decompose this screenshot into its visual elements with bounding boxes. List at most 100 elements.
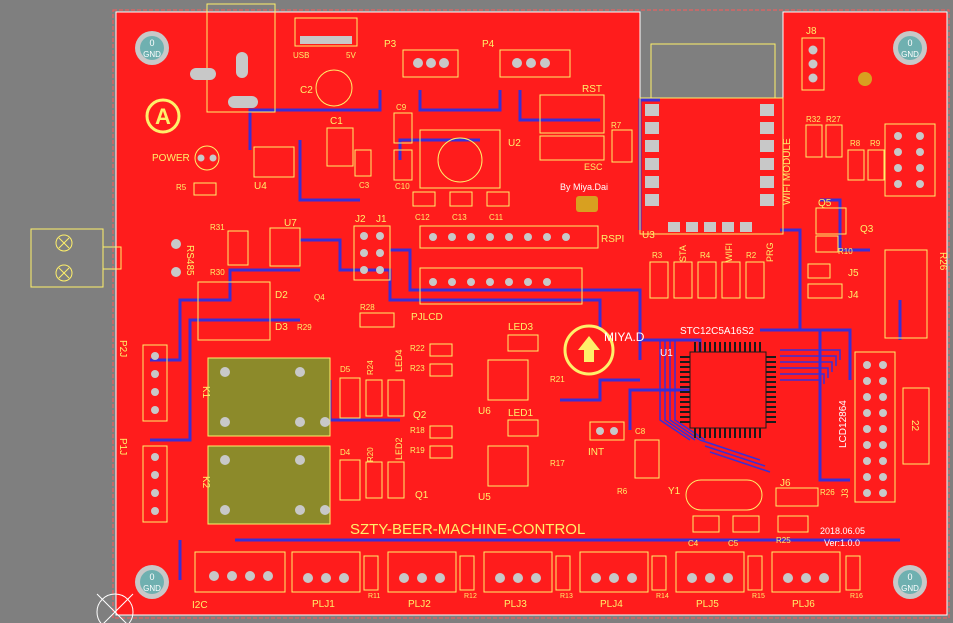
r32-footprint[interactable] — [805, 124, 823, 158]
svg-text:GND: GND — [901, 584, 919, 593]
rst-button[interactable] — [539, 94, 605, 134]
mount-hole-bottom-right[interactable]: 0 GND — [893, 565, 927, 599]
u6-opto[interactable] — [487, 359, 529, 401]
svg-text:0: 0 — [907, 572, 912, 582]
mount-hole-bottom-left[interactable]: 0 GND — [135, 565, 169, 599]
c8-footprint[interactable] — [634, 439, 660, 479]
r27-label: R27 — [826, 115, 841, 124]
plj4-label: PLJ4 — [600, 599, 623, 610]
wifi-module[interactable] — [639, 43, 784, 235]
u1-mcu[interactable] — [680, 342, 776, 438]
d2-d3-footprint[interactable] — [197, 281, 271, 341]
power-jack[interactable] — [190, 3, 276, 113]
c13-footprint[interactable] — [449, 191, 473, 207]
pjlcd-header[interactable] — [419, 267, 583, 305]
c5-footprint[interactable] — [732, 515, 760, 533]
r7-footprint[interactable] — [611, 129, 633, 163]
u5-label: U5 — [478, 492, 491, 503]
c12-footprint[interactable] — [412, 191, 436, 207]
c1-label: C1 — [330, 116, 343, 127]
r19-footprint[interactable] — [429, 445, 453, 459]
r27-footprint[interactable] — [825, 124, 843, 158]
mount-hole-top-right[interactable]: 0 GND — [893, 31, 927, 65]
plj-series-resistors[interactable] — [363, 555, 861, 591]
j8-header[interactable] — [801, 37, 825, 91]
q5-footprint[interactable] — [815, 207, 847, 235]
esc-button[interactable] — [539, 135, 605, 161]
mount-hole-top-left[interactable]: 0 GND — [135, 31, 169, 65]
j5-header[interactable] — [807, 263, 831, 279]
c1-footprint[interactable] — [326, 127, 354, 167]
p2j-header[interactable] — [142, 344, 168, 422]
lcd-header[interactable] — [854, 351, 896, 503]
r5-footprint[interactable] — [193, 182, 217, 196]
k1-label: K1 — [200, 386, 211, 399]
svg-text:GND: GND — [901, 50, 919, 59]
led1-footprint[interactable] — [507, 419, 539, 437]
c2-footprint[interactable] — [315, 69, 353, 107]
j8-label: J8 — [806, 26, 817, 37]
plj3-connector[interactable] — [483, 551, 553, 593]
p4-header[interactable] — [499, 49, 571, 78]
plj6-connector[interactable] — [771, 551, 841, 593]
r7-label: R7 — [611, 121, 622, 130]
r8-footprint[interactable] — [847, 149, 865, 181]
rs485-label: RS485 — [184, 245, 195, 276]
miya-logo — [563, 324, 615, 376]
p1j-header[interactable] — [142, 445, 168, 523]
r11-label: R11 — [368, 593, 380, 600]
relay-k1[interactable] — [207, 357, 331, 437]
opto-channel-1-parts[interactable] — [339, 377, 405, 419]
r15-label: R15 — [752, 593, 765, 600]
u7-footprint[interactable] — [269, 227, 301, 267]
plj2-connector[interactable] — [387, 551, 457, 593]
rspi-header[interactable] — [419, 225, 599, 249]
i2c-header[interactable] — [194, 551, 286, 593]
r22b-footprint[interactable] — [429, 343, 453, 357]
led4-label: LED4 — [394, 349, 404, 372]
c10-footprint[interactable] — [393, 149, 413, 181]
opto-channel-2-parts[interactable] — [339, 459, 405, 501]
r25-footprint[interactable] — [777, 515, 809, 533]
u3-label: U3 — [642, 230, 655, 241]
c4-footprint[interactable] — [692, 515, 720, 533]
u2-footprint[interactable] — [419, 129, 501, 189]
rs485-terminal[interactable] — [30, 228, 181, 288]
relay-k2[interactable] — [207, 445, 331, 525]
u4-footprint[interactable] — [253, 146, 295, 178]
r18-label: R18 — [410, 426, 425, 435]
led3-footprint[interactable] — [507, 334, 539, 352]
usb-connector[interactable] — [294, 17, 358, 47]
r18-footprint[interactable] — [429, 425, 453, 439]
plj5-connector[interactable] — [675, 551, 745, 593]
u2-label: U2 — [508, 138, 521, 149]
c11-footprint[interactable] — [486, 191, 510, 207]
q1-label: Q1 — [415, 490, 429, 501]
plj4-connector[interactable] — [579, 551, 649, 593]
r23-footprint[interactable] — [429, 363, 453, 377]
r24-label: R24 — [366, 360, 375, 375]
r10-footprint[interactable] — [815, 235, 839, 253]
led-resistor-array[interactable] — [649, 261, 765, 299]
r28-footprint[interactable] — [359, 312, 395, 328]
c3-footprint[interactable] — [354, 149, 372, 177]
u5-opto[interactable] — [487, 445, 529, 487]
int-jumper[interactable] — [589, 421, 625, 441]
r22-footprint[interactable] — [902, 387, 930, 465]
r26-footprint[interactable] — [884, 249, 928, 339]
right-header[interactable] — [884, 123, 936, 197]
p3-header[interactable] — [402, 49, 459, 78]
j4-header[interactable] — [807, 283, 843, 299]
r31-r30-footprint[interactable] — [227, 230, 249, 266]
y1-crystal[interactable] — [685, 479, 763, 511]
plj1-connector[interactable] — [291, 551, 361, 593]
lcd-label: LCD12864 — [838, 400, 849, 448]
power-led[interactable] — [194, 145, 220, 171]
j1-j2-headers[interactable] — [353, 225, 391, 281]
c9-footprint[interactable] — [393, 112, 413, 144]
j6-header[interactable] — [775, 487, 819, 507]
r9-footprint[interactable] — [867, 149, 885, 181]
r26b-label: R26 — [820, 488, 835, 497]
warning-sign-logo: A — [145, 98, 181, 134]
